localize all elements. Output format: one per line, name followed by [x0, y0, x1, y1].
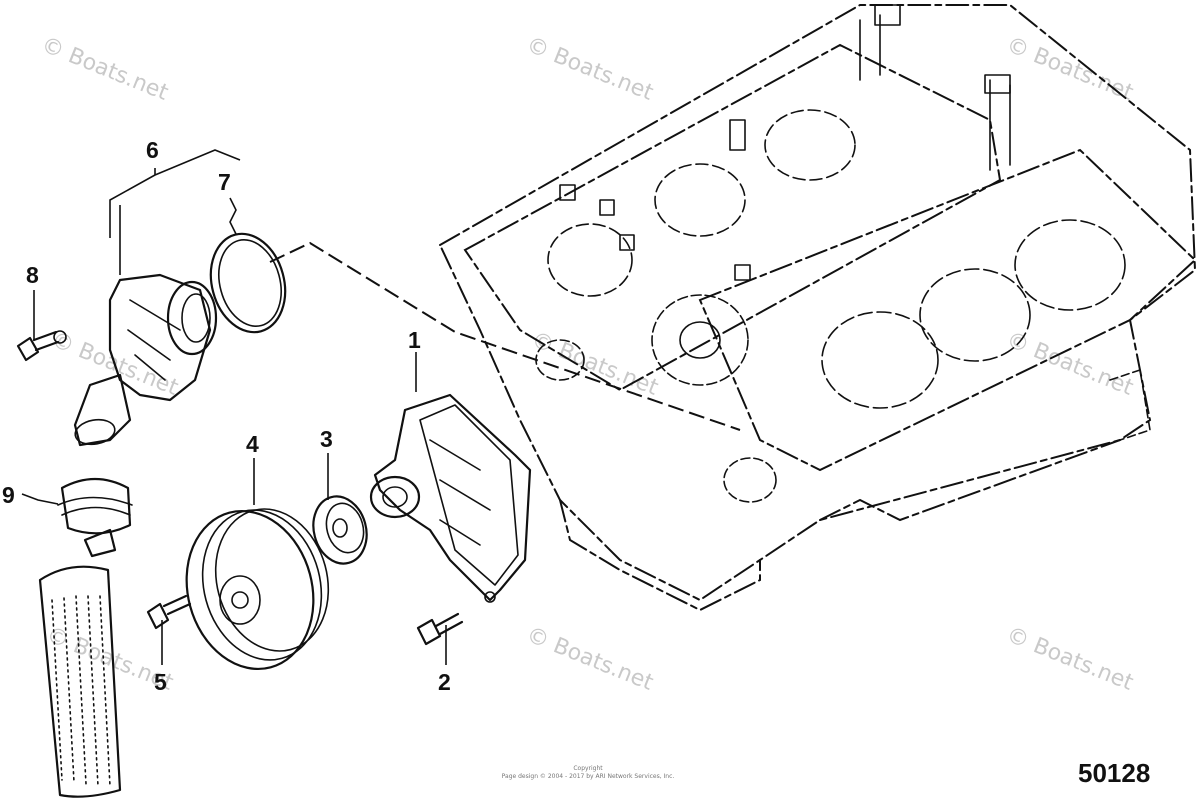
callout-4: 4 [246, 431, 259, 457]
alignment-line [269, 241, 741, 431]
copyright-line-2: Page design © 2004 - 2017 by ARI Network… [502, 773, 675, 780]
callout-1: 1 [408, 327, 421, 353]
hub-drawing [312, 495, 368, 565]
watermark: © Boats.net [523, 32, 657, 106]
watermark: © Boats.net [1003, 622, 1137, 696]
leader-lines [21, 149, 447, 665]
watermarks: © Boats.net © Boats.net © Boats.net © Bo… [38, 32, 1137, 696]
water-pump-drawing [369, 393, 532, 603]
hose-clamp-drawing [57, 478, 133, 558]
pulley-bolt-drawing [146, 594, 192, 630]
callout-5: 5 [154, 669, 167, 695]
figure-number: 50128 [1078, 758, 1150, 788]
watermark: © Boats.net [523, 622, 657, 696]
copyright-line-1: Copyright [573, 765, 603, 772]
callout-6: 6 [146, 137, 159, 163]
thermostat-housing-drawing [73, 273, 218, 447]
gasket-drawing [209, 232, 287, 334]
callout-3: 3 [320, 426, 333, 452]
callout-labels: 1 2 3 4 5 6 7 8 9 [2, 137, 451, 695]
pulley-drawing [185, 508, 330, 671]
callout-9: 9 [2, 482, 15, 508]
engine-block-drawing [438, 4, 1197, 612]
callout-8: 8 [26, 262, 39, 288]
watermark: © Boats.net [1003, 32, 1137, 106]
pump-bolt-drawing [416, 612, 464, 646]
callout-2: 2 [438, 669, 451, 695]
watermark: © Boats.net [38, 32, 172, 106]
housing-bolt-drawing [16, 330, 67, 362]
callout-7: 7 [218, 169, 231, 195]
hose-drawing [38, 565, 122, 798]
